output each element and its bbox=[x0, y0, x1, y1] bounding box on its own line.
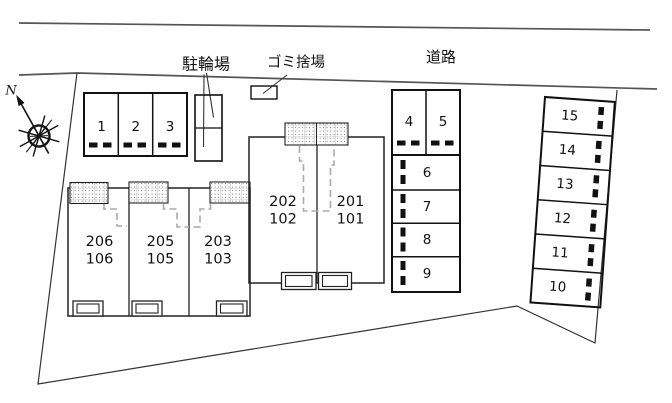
porch-hatch-203 bbox=[209, 181, 251, 204]
parking-space-4-label: 4 bbox=[405, 114, 414, 130]
unit-106-label: 106 bbox=[86, 252, 114, 268]
parking-space-6-label: 6 bbox=[423, 165, 432, 181]
bicycle-parking-box bbox=[194, 94, 223, 162]
unit-202-label: 202 bbox=[269, 194, 297, 210]
garbage-leader-line bbox=[262, 74, 288, 94]
porch-hatch-205 bbox=[128, 181, 169, 204]
parking-space-9-label: 9 bbox=[423, 266, 432, 282]
unit-201-label: 201 bbox=[337, 194, 365, 210]
unit-203-label: 203 bbox=[204, 234, 232, 250]
unit-105-label: 105 bbox=[147, 252, 175, 268]
porch-hatch-206 bbox=[69, 181, 109, 205]
stair-dashed-path bbox=[190, 204, 212, 228]
entrance-boxes bbox=[280, 271, 353, 291]
building-left: 206 106 205 105 203 103 bbox=[67, 181, 251, 317]
unit-102-label: 102 bbox=[269, 212, 297, 228]
road-top-edge bbox=[18, 22, 651, 31]
unit-103-label: 103 bbox=[204, 252, 232, 268]
stair-dashed-path bbox=[162, 204, 189, 228]
stair-dashed-path bbox=[103, 204, 127, 227]
parking-space-1-label: 1 bbox=[97, 119, 106, 135]
road-label: 道路 bbox=[426, 48, 456, 66]
parking-space-12-label: 12 bbox=[553, 210, 571, 227]
unit-101-label: 101 bbox=[337, 212, 365, 228]
building-center: 202 102 201 101 bbox=[248, 122, 385, 291]
site-boundary bbox=[37, 72, 618, 385]
parking-block-1-3: 1 2 3 bbox=[83, 92, 188, 157]
unit-205-label: 205 bbox=[147, 234, 175, 250]
parking-space-3-label: 3 bbox=[166, 119, 175, 135]
parking-block-6-9: 6 7 8 9 bbox=[391, 154, 461, 293]
compass-icon: N bbox=[4, 84, 60, 157]
parking-space-11-label: 11 bbox=[551, 244, 569, 261]
parking-space-14-label: 14 bbox=[558, 142, 576, 159]
garbage-box bbox=[250, 85, 278, 100]
garbage-label: ゴミ捨場 bbox=[267, 53, 325, 71]
north-label: N bbox=[4, 84, 17, 99]
parking-space-15-label: 15 bbox=[561, 107, 579, 124]
parking-space-8-label: 8 bbox=[423, 232, 432, 248]
parking-block-10-15: 15 14 13 12 11 10 bbox=[529, 95, 616, 309]
stair-dashed-path bbox=[298, 146, 335, 212]
parking-block-4-5: 4 5 bbox=[391, 89, 461, 156]
parking-space-5-label: 5 bbox=[439, 114, 448, 130]
parking-space-13-label: 13 bbox=[556, 176, 574, 193]
unit-206-label: 206 bbox=[86, 234, 114, 250]
entrance-boxes bbox=[72, 300, 248, 317]
parking-space-2-label: 2 bbox=[132, 119, 141, 135]
bicycle-parking-label: 駐輪場 bbox=[182, 55, 230, 74]
parking-space-10-label: 10 bbox=[548, 279, 566, 296]
parking-space-7-label: 7 bbox=[423, 199, 432, 215]
